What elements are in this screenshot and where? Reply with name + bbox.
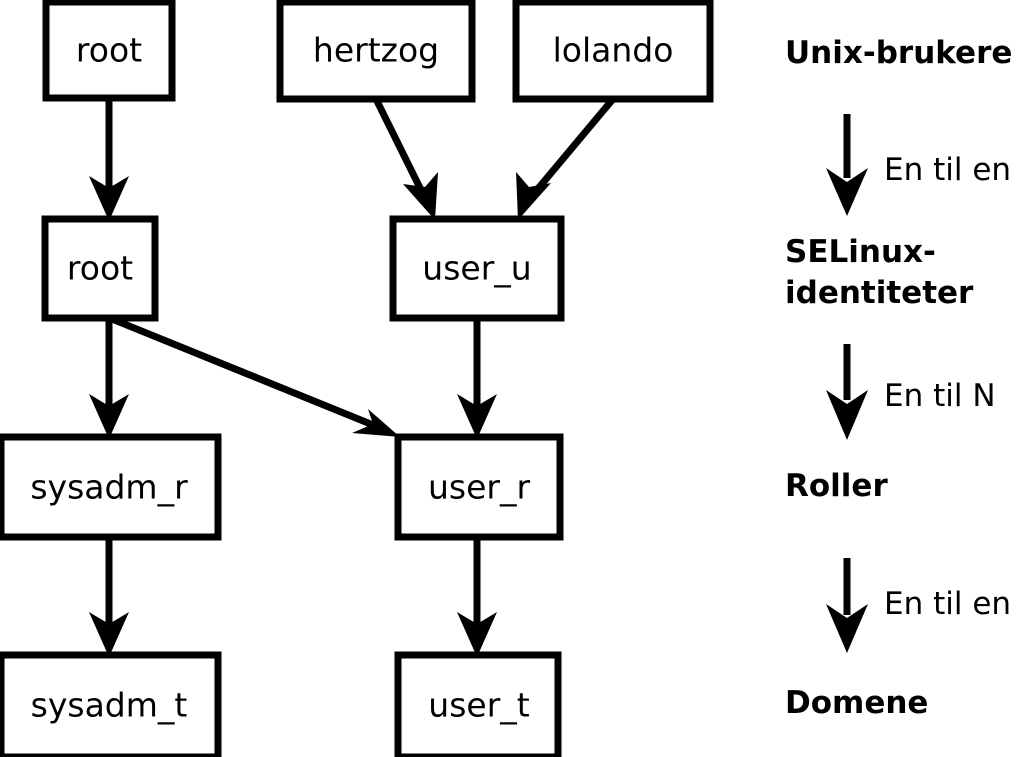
legend-arrow-one-to-n xyxy=(826,344,868,440)
edge-sysadm-r-to-sysadm-t xyxy=(89,537,129,657)
legend-arrow-one-to-one-a xyxy=(826,114,868,216)
arrow-head-icon xyxy=(826,604,868,653)
legend-stage-roles: Roller xyxy=(785,468,888,504)
node-label: sysadm_t xyxy=(31,686,188,725)
node-label: lolando xyxy=(553,31,674,70)
arrow-head-icon xyxy=(89,612,129,657)
edge-user-u-to-user-r xyxy=(457,318,497,439)
legend-stage-selinux-identities-line1: SELinux- xyxy=(785,234,936,270)
node-label: root xyxy=(76,31,142,70)
node-label: sysadm_r xyxy=(30,468,188,507)
node-unix-hertzog[interactable]: hertzog xyxy=(276,0,476,103)
arrow-head-icon xyxy=(457,394,497,439)
edge-lolando-to-user-u xyxy=(516,96,616,220)
legend-arrow-one-to-one-b xyxy=(826,558,868,653)
edge-hertzog-to-user-u xyxy=(372,97,438,220)
arrow-head-icon xyxy=(89,394,129,439)
legend-stage-selinux-identities-line2: identiteter xyxy=(785,275,974,311)
node-domain-user-t[interactable]: user_t xyxy=(394,651,562,757)
edge-unix-root-to-se-root xyxy=(89,98,129,221)
arrow-head-icon xyxy=(89,176,129,221)
arrow-head-icon xyxy=(826,390,868,440)
node-label: hertzog xyxy=(313,31,439,70)
node-role-sysadm-r[interactable]: sysadm_r xyxy=(0,433,222,541)
node-unix-lolando[interactable]: lolando xyxy=(512,0,714,103)
legend-stage-domains: Domene xyxy=(785,685,928,721)
arrow-head-icon xyxy=(352,409,400,437)
edge-se-root-to-sysadm-r xyxy=(89,318,129,439)
node-selinux-user-u[interactable]: user_u xyxy=(389,215,565,322)
legend-relation-one-to-n: En til N xyxy=(884,378,996,414)
legend-relation-one-to-one-b: En til en xyxy=(884,586,1011,622)
edge-user-r-to-user-t xyxy=(457,537,497,657)
node-label: user_r xyxy=(428,468,530,507)
arrow-head-icon xyxy=(403,172,438,220)
node-label: user_u xyxy=(422,249,531,288)
node-domain-sysadm-t[interactable]: sysadm_t xyxy=(0,651,222,757)
node-label: user_t xyxy=(428,686,529,725)
edge-se-root-to-user-r xyxy=(110,315,400,437)
legend-relation-one-to-one-a: En til en xyxy=(884,152,1011,188)
node-role-user-r[interactable]: user_r xyxy=(394,433,564,541)
arrow-head-icon xyxy=(457,612,497,657)
arrow-head-icon xyxy=(516,172,551,220)
legend-stage-unix-users: Unix-brukere xyxy=(785,35,1012,71)
node-label: root xyxy=(67,249,133,288)
node-selinux-root[interactable]: root xyxy=(41,215,159,322)
node-unix-root[interactable]: root xyxy=(42,0,176,102)
arrow-head-icon xyxy=(826,168,868,216)
